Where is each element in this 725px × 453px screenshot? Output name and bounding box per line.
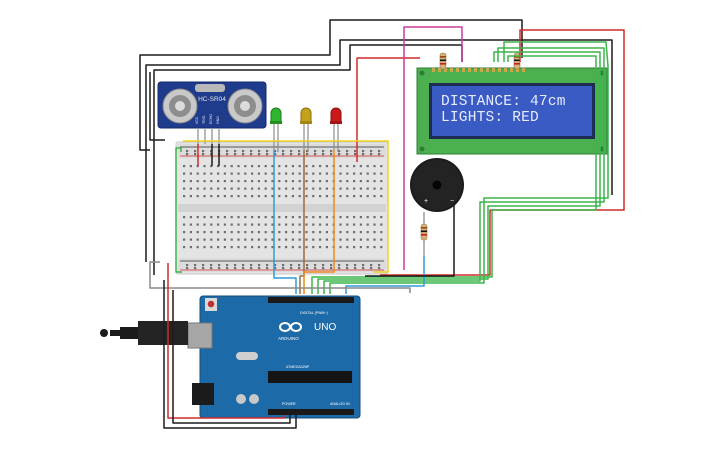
usb-cable	[100, 321, 188, 345]
power-pins-label: POWER	[282, 402, 296, 406]
wires	[139, 19, 625, 429]
power-analog-header	[268, 409, 354, 415]
piezo-buzzer: + −	[410, 158, 464, 212]
chip-label: ATMEGA328P	[286, 365, 310, 369]
breadboard	[175, 141, 389, 275]
lcd-line-1: DISTANCE: 47cm	[441, 94, 566, 110]
resistor-buzzer	[420, 212, 428, 256]
arduino-uno: UNO ARDUINO DIGITAL (PWM~) ANALOG IN POW…	[187, 295, 361, 419]
sensor-pin-vcc-label: VCC	[195, 116, 199, 124]
lcd-screen	[432, 86, 592, 136]
sensor-pin-echo-label: ECHO	[209, 114, 213, 124]
led-red	[330, 107, 342, 152]
arduino-brand-label: UNO	[314, 322, 336, 333]
digital-pins-label: DIGITAL (PWM~)	[300, 311, 328, 315]
analog-pins-label: ANALOG IN	[330, 402, 350, 406]
digital-header	[268, 297, 354, 303]
microcontroller-chip	[268, 371, 352, 383]
led-yellow	[300, 107, 312, 152]
lcd-header-pins	[432, 68, 525, 72]
arduino-logo-label: ARDUINO	[278, 336, 299, 341]
breadboard-holes	[183, 150, 383, 270]
sensor-pin-gnd-label: GND	[216, 116, 220, 124]
lcd-module	[416, 67, 608, 155]
buzzer-plus-mark: +	[424, 198, 428, 205]
resistor-lcd-1	[439, 52, 447, 70]
led-green	[270, 107, 282, 152]
ultrasonic-sensor: HC-SR04 VCC TRIG ECHO GND	[157, 81, 267, 144]
sensor-model-label: HC-SR04	[198, 96, 226, 103]
buzzer-minus-mark: −	[450, 198, 454, 205]
lcd-line-2: LIGHTS: RED	[441, 110, 539, 126]
resistor-lcd-2	[513, 52, 521, 70]
sensor-pin-trig-label: TRIG	[202, 115, 206, 124]
